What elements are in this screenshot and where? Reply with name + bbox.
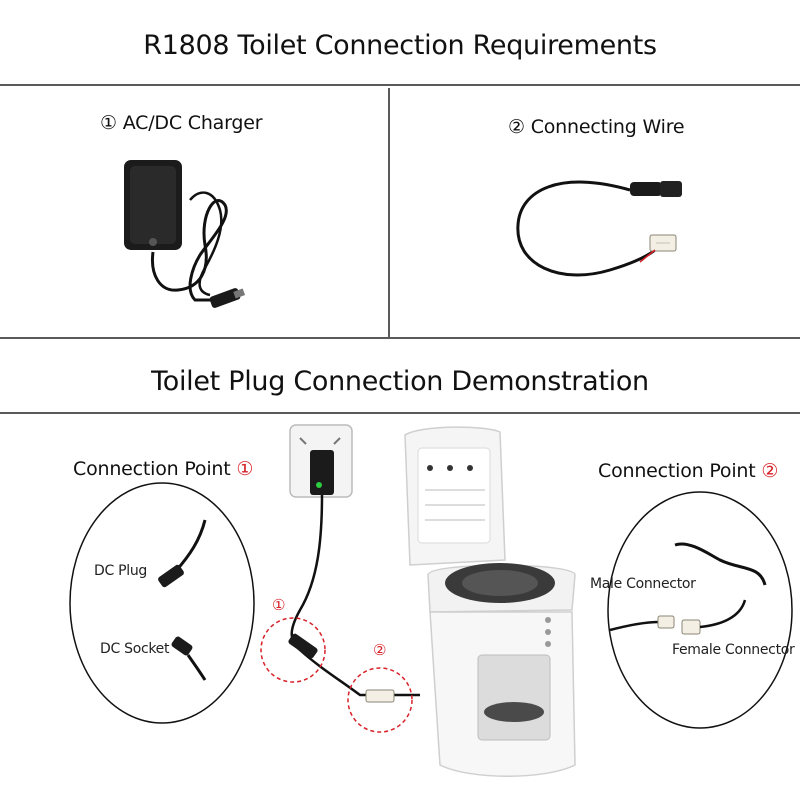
requirement-1-text: AC/DC Charger	[122, 112, 263, 134]
connection-point-2-label: Connection Point ②	[598, 460, 778, 482]
middle-divider	[0, 337, 800, 339]
dc-plug-label: DC Plug	[94, 563, 147, 579]
top-divider	[0, 84, 800, 86]
dc-socket-label: DC Socket	[100, 641, 170, 657]
wire-connectors-image	[609, 542, 767, 635]
connection-point-2-marker: ②	[761, 460, 779, 482]
connection-point-1-ellipse	[69, 482, 255, 724]
requirement-2-label: ② Connecting Wire	[508, 116, 685, 138]
marker-2: ②	[373, 641, 387, 659]
charger-cable	[290, 494, 420, 697]
connecting-wire-image	[516, 180, 682, 277]
wall-outlet-image	[289, 424, 353, 498]
dc-plug-image	[158, 519, 207, 588]
requirement-2-text: Connecting Wire	[530, 116, 685, 138]
requirement-2-marker: ②	[508, 116, 525, 138]
marker-1: ①	[272, 596, 286, 614]
center-divider	[388, 88, 390, 338]
requirement-1-marker: ①	[100, 112, 117, 134]
requirement-1-label: ① AC/DC Charger	[100, 112, 263, 134]
demo-title: Toilet Plug Connection Demonstration	[151, 366, 649, 397]
connection-point-1-text: Connection Point	[73, 458, 231, 480]
male-connector-label: Male Connector	[590, 576, 696, 592]
connection-point-1-marker: ①	[236, 458, 254, 480]
female-connector-label: Female Connector	[672, 642, 795, 658]
demo-divider	[0, 412, 800, 414]
connection-point-2-ellipse	[607, 491, 793, 729]
page-title: R1808 Toilet Connection Requirements	[143, 30, 657, 61]
ac-dc-charger-image	[124, 160, 246, 308]
connection-point-2-highlight	[347, 667, 413, 733]
connection-point-2-text: Connection Point	[598, 460, 756, 482]
dc-socket-image	[171, 636, 207, 681]
portable-toilet-image	[404, 426, 576, 777]
connection-point-1-label: Connection Point ①	[73, 458, 253, 480]
connection-point-1-highlight	[260, 617, 326, 683]
